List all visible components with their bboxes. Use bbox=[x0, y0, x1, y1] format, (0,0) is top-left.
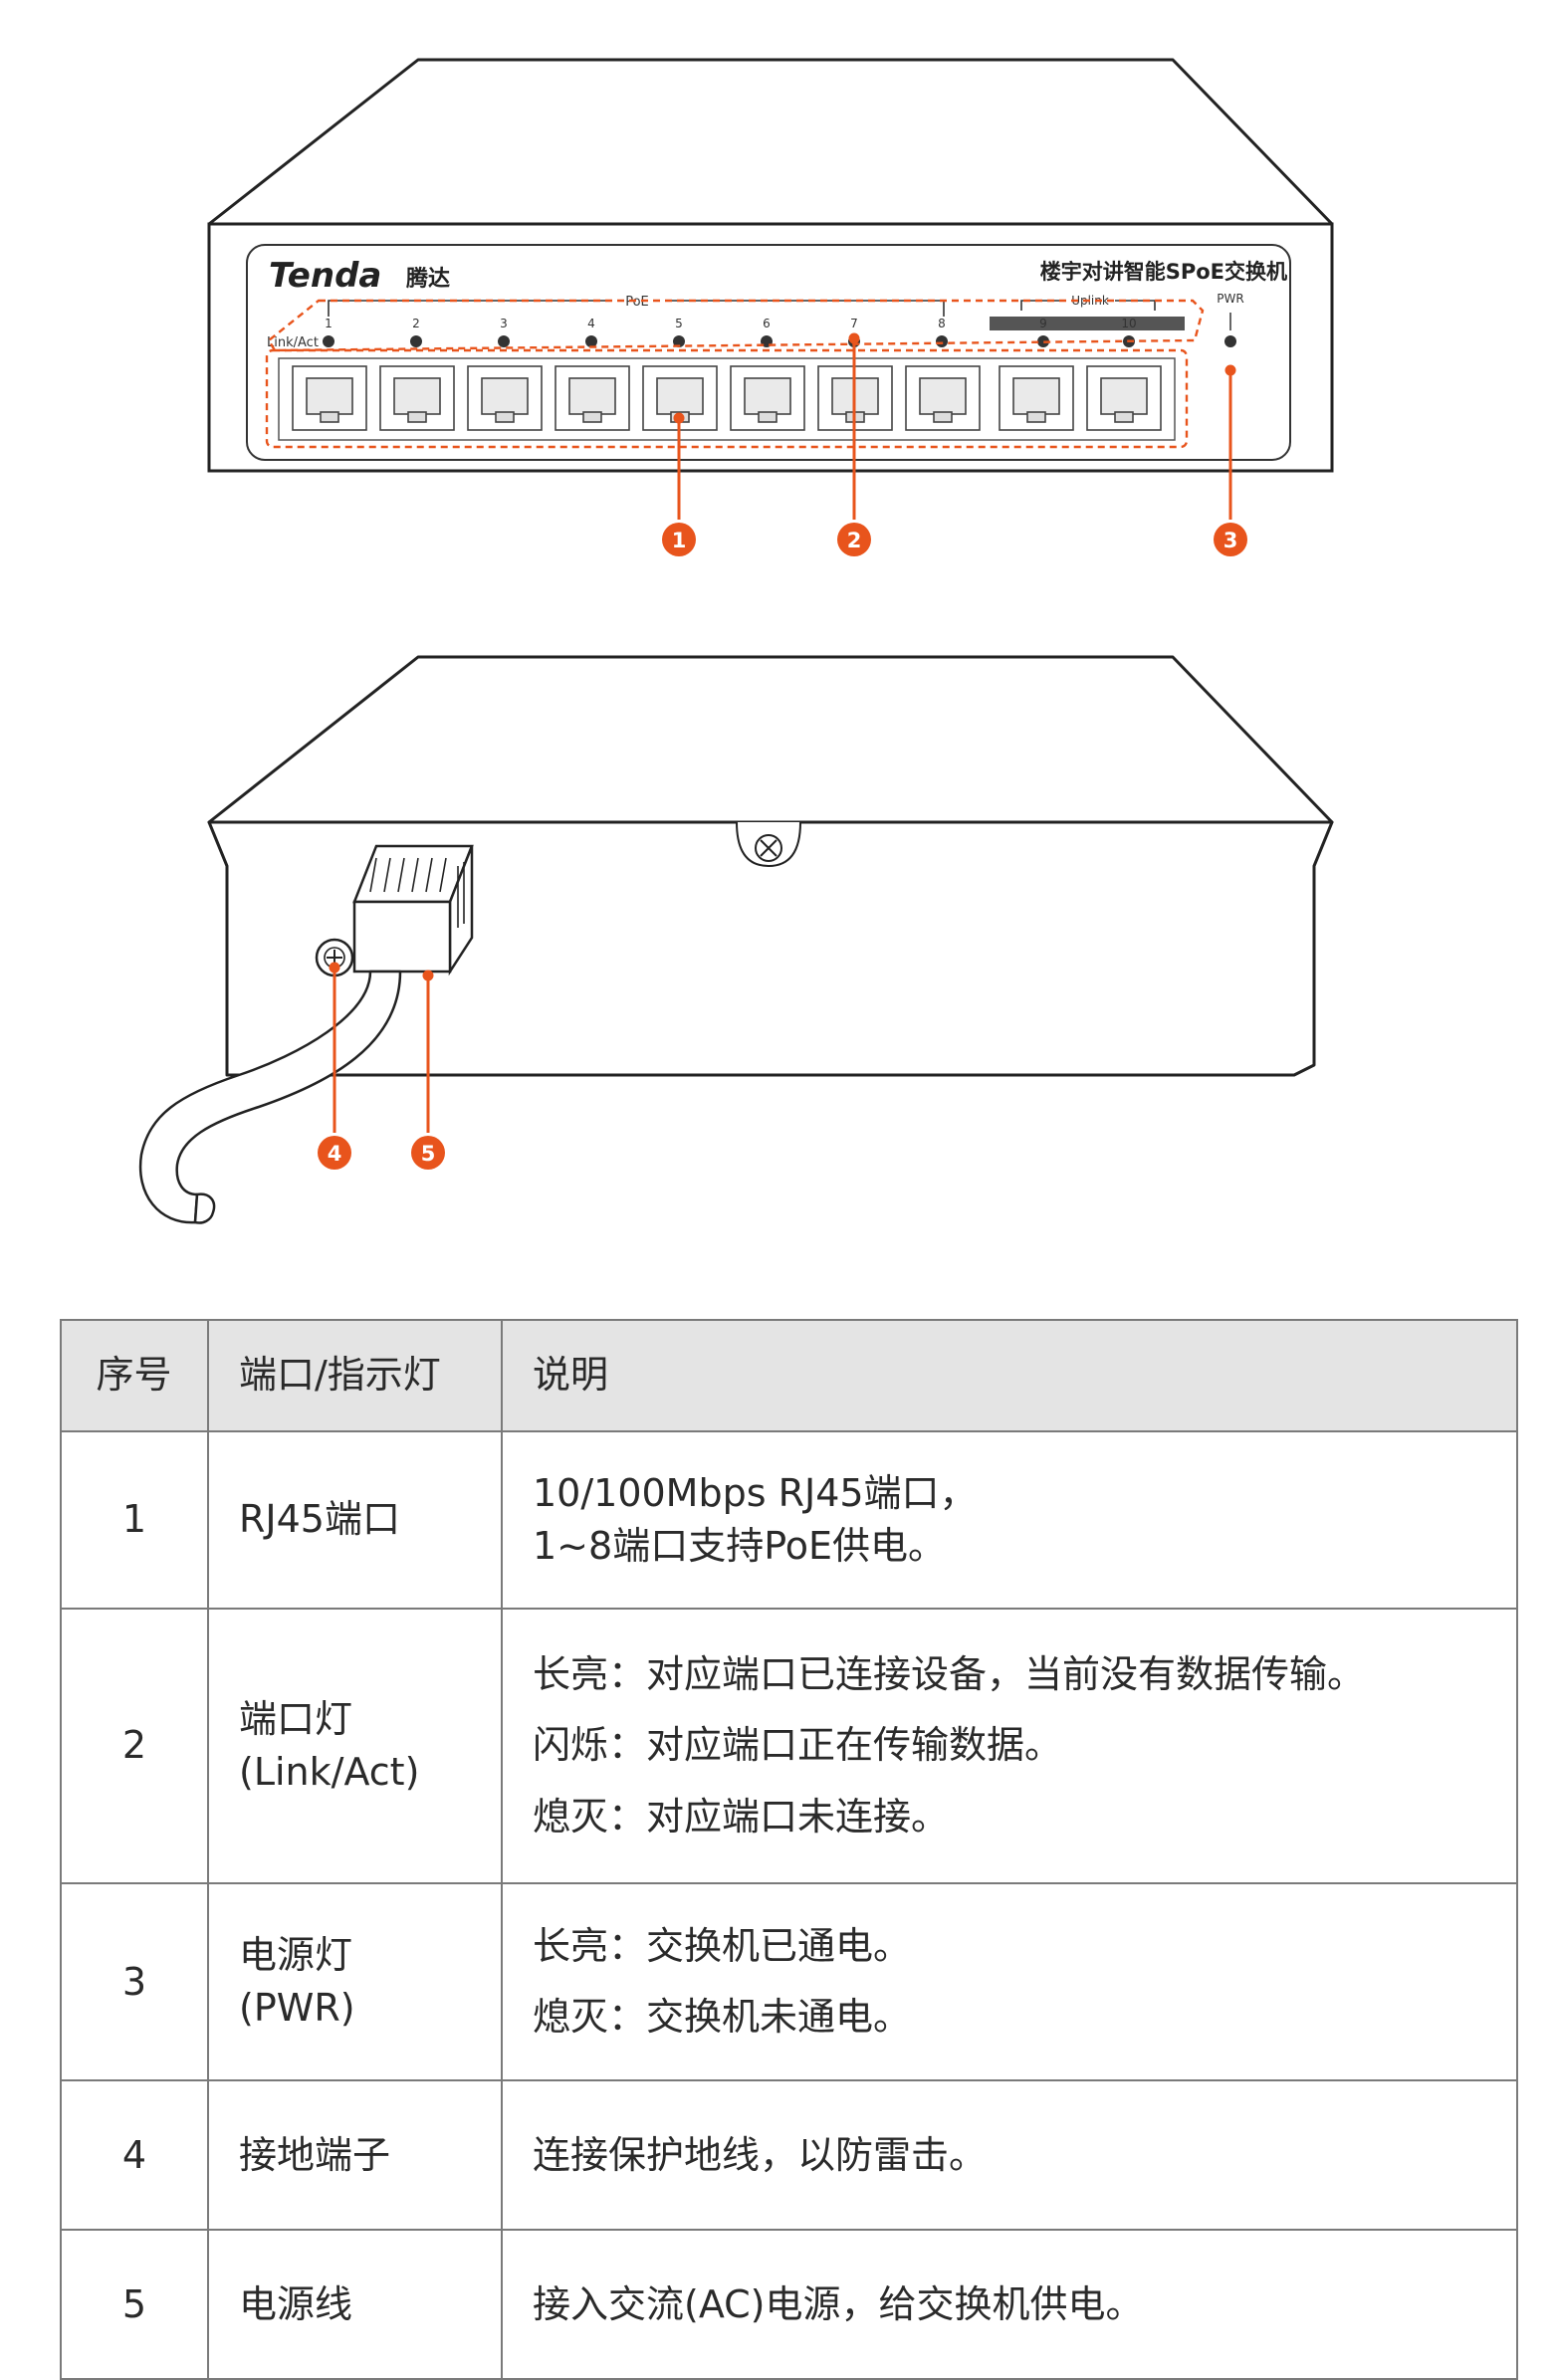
row-desc: 接入交流(AC)电源，给交换机供电。 bbox=[501, 2229, 1518, 2380]
cable-end bbox=[193, 1192, 216, 1224]
led-highlight-frame bbox=[267, 299, 1205, 352]
row-desc: 长亮：对应端口已连接设备，当前没有数据传输。 闪烁：对应端口正在传输数据。 熄灭… bbox=[501, 1608, 1518, 1884]
header-port: 端口/指示灯 bbox=[207, 1319, 503, 1432]
table-row: 3 电源灯 (PWR) 长亮：交换机已通电。 熄灭：交换机未通电。 bbox=[60, 1881, 1518, 2082]
power-plug bbox=[352, 844, 474, 976]
callout-4: 4 bbox=[318, 1136, 351, 1170]
callout-2: 2 bbox=[837, 523, 871, 556]
row-desc-line: 熄灭：对应端口未连接。 bbox=[533, 1794, 950, 1839]
row-desc-line: 10/100Mbps RJ45端口， bbox=[533, 1470, 978, 1515]
pwr-led bbox=[1224, 335, 1236, 347]
port-num-2: 2 bbox=[412, 317, 420, 330]
row-no: 2 bbox=[60, 1608, 209, 1884]
row-no: 5 bbox=[60, 2229, 209, 2380]
brand-logo: Tenda bbox=[269, 256, 381, 296]
port-num-3: 3 bbox=[500, 317, 508, 330]
port-led-8 bbox=[936, 335, 948, 347]
rj45-port-3 bbox=[467, 365, 543, 431]
poe-label: PoE bbox=[625, 295, 649, 310]
chassis-top bbox=[207, 58, 1334, 226]
callout-5: 5 bbox=[411, 1136, 445, 1170]
row-desc: 连接保护地线，以防雷击。 bbox=[501, 2079, 1518, 2232]
model-label: 楼宇对讲智能SPoE交换机 bbox=[1040, 260, 1287, 284]
rj45-port-1 bbox=[292, 365, 367, 431]
link-act-label: Link/Act bbox=[267, 335, 319, 350]
callout-1-label: 1 bbox=[672, 529, 687, 552]
row-name-line: 接地端子 bbox=[239, 2132, 391, 2177]
brand-cn: 腾达 bbox=[406, 267, 450, 292]
table-row: 2 端口灯 (Link/Act) 长亮：对应端口已连接设备，当前没有数据传输。 … bbox=[60, 1608, 1518, 1884]
legend-table: 序号 端口/指示灯 说明 1 RJ45端口 10/100Mbps RJ45端口，… bbox=[60, 1319, 1518, 2380]
row-desc-line: 闪烁：对应端口正在传输数据。 bbox=[533, 1723, 1063, 1768]
row-no: 3 bbox=[60, 1881, 209, 2082]
row-name: 端口灯 (Link/Act) bbox=[207, 1608, 503, 1884]
port-led-3 bbox=[498, 335, 510, 347]
rj45-port-2 bbox=[379, 365, 455, 431]
pwr-label: PWR bbox=[1217, 292, 1243, 306]
back-callouts bbox=[329, 962, 434, 1133]
callout-2-label: 2 bbox=[847, 529, 862, 552]
callout-5-label: 5 bbox=[421, 1142, 436, 1166]
rj45-port-6 bbox=[730, 365, 805, 431]
rj45-port-8 bbox=[905, 365, 981, 431]
rj45-port-9 bbox=[999, 365, 1074, 431]
header-desc: 说明 bbox=[501, 1319, 1518, 1432]
row-name-line: 端口灯 bbox=[239, 1696, 353, 1741]
callout-4-label: 4 bbox=[328, 1142, 342, 1166]
row-desc-line: 1~8端口支持PoE供电。 bbox=[533, 1524, 947, 1568]
table-header-row: 序号 端口/指示灯 说明 bbox=[60, 1319, 1518, 1432]
row-no: 1 bbox=[60, 1430, 209, 1610]
port-num-10: 10 bbox=[1121, 317, 1136, 330]
port-number-row: 1 2 3 4 5 6 7 8 9 10 bbox=[325, 317, 1136, 330]
back-panel-figure: 4 5 bbox=[138, 655, 1334, 1224]
row-desc-line: 连接保护地线，以防雷击。 bbox=[533, 2132, 988, 2177]
row-no: 4 bbox=[60, 2079, 209, 2232]
port-led-4 bbox=[585, 335, 597, 347]
callout-3-label: 3 bbox=[1223, 529, 1238, 552]
row-name: RJ45端口 bbox=[207, 1430, 503, 1610]
port-led-2 bbox=[410, 335, 422, 347]
row-name-line: RJ45端口 bbox=[239, 1497, 400, 1542]
row-name-line: (PWR) bbox=[239, 1986, 355, 2031]
front-callouts bbox=[673, 332, 1236, 520]
row-desc-line: 接入交流(AC)电源，给交换机供电。 bbox=[533, 2281, 1144, 2326]
port-num-6: 6 bbox=[763, 317, 771, 330]
row-name: 电源线 bbox=[207, 2229, 503, 2380]
chassis-back bbox=[207, 820, 1334, 1077]
chassis-top-back bbox=[207, 655, 1334, 824]
row-desc-line: 熄灭：交换机未通电。 bbox=[533, 1995, 912, 2040]
row-name: 电源灯 (PWR) bbox=[207, 1881, 503, 2082]
row-name-line: 电源线 bbox=[239, 2281, 353, 2326]
row-name-line: (Link/Act) bbox=[239, 1750, 420, 1794]
port-led-1 bbox=[323, 335, 334, 347]
row-name: 接地端子 bbox=[207, 2079, 503, 2232]
rj45-port-10 bbox=[1086, 365, 1162, 431]
port-num-5: 5 bbox=[675, 317, 683, 330]
port-num-7: 7 bbox=[850, 317, 858, 330]
port-num-1: 1 bbox=[325, 317, 333, 330]
rj45-port-4 bbox=[555, 365, 630, 431]
table-row: 1 RJ45端口 10/100Mbps RJ45端口， 1~8端口支持PoE供电… bbox=[60, 1430, 1518, 1610]
front-panel-figure: Tenda 腾达 楼宇对讲智能SPoE交换机 PoE Uplink 1 2 3 … bbox=[207, 58, 1334, 556]
row-desc-line: 长亮：交换机已通电。 bbox=[533, 1924, 912, 1968]
row-desc: 长亮：交换机已通电。 熄灭：交换机未通电。 bbox=[501, 1881, 1518, 2082]
port-num-4: 4 bbox=[587, 317, 595, 330]
row-desc: 10/100Mbps RJ45端口， 1~8端口支持PoE供电。 bbox=[501, 1430, 1518, 1610]
port-frame bbox=[278, 357, 1176, 441]
port-led-9 bbox=[1037, 335, 1049, 347]
callout-1: 1 bbox=[662, 523, 696, 556]
port-led-5 bbox=[673, 335, 685, 347]
port-num-9: 9 bbox=[1039, 317, 1047, 330]
row-name-line: 电源灯 bbox=[239, 1933, 353, 1977]
callout-3: 3 bbox=[1214, 523, 1247, 556]
row-desc-line: 长亮：对应端口已连接设备，当前没有数据传输。 bbox=[533, 1652, 1366, 1697]
port-num-8: 8 bbox=[938, 317, 946, 330]
header-no: 序号 bbox=[60, 1319, 209, 1432]
cover-screw bbox=[736, 821, 801, 868]
table-row: 5 电源线 接入交流(AC)电源，给交换机供电。 bbox=[60, 2229, 1518, 2380]
port-highlight-frame bbox=[265, 348, 1189, 449]
table-row: 4 接地端子 连接保护地线，以防雷击。 bbox=[60, 2079, 1518, 2232]
uplink-label: Uplink bbox=[1071, 294, 1109, 308]
uplink-band bbox=[990, 317, 1185, 330]
